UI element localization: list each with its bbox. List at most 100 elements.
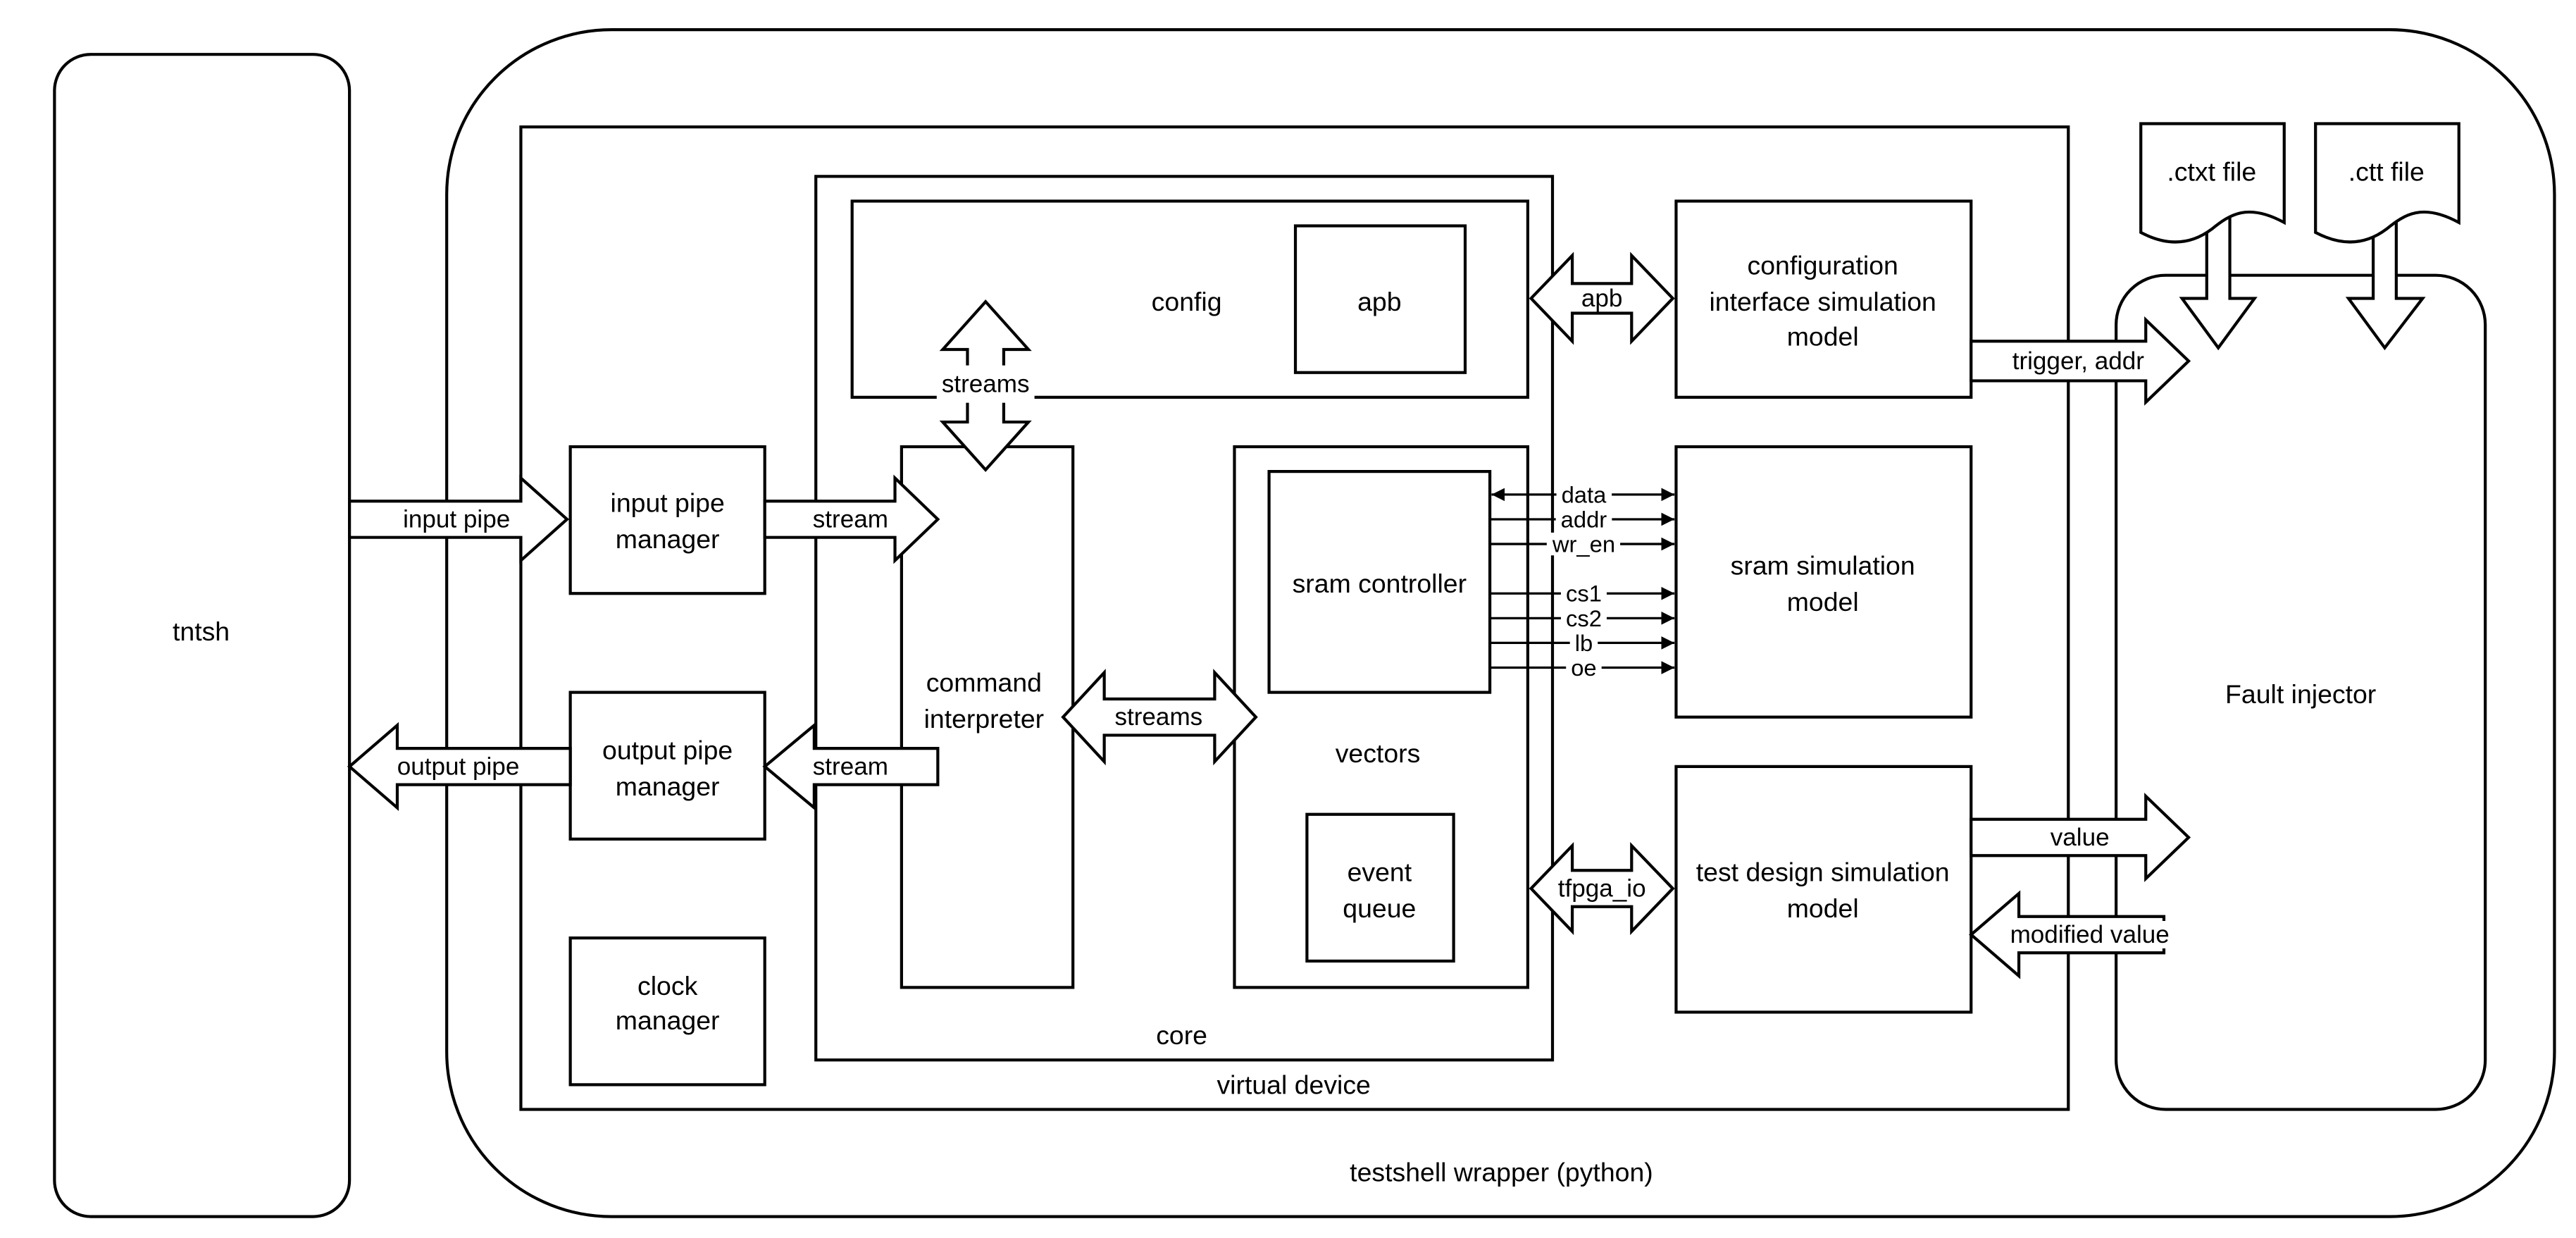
value-arrow-shape: [1970, 793, 2191, 882]
output-pipe-manager-label-line2: manager: [616, 772, 720, 801]
fault-injector-block: Fault injector: [2115, 273, 2487, 1111]
input-pipe-manager-block: input pipe manager: [568, 445, 766, 595]
apb-border: [1293, 224, 1467, 374]
streams-vectors-arrow-shape: [1061, 669, 1258, 766]
trigger-addr-arrow: trigger, addr: [1970, 316, 2191, 406]
clock-manager-label-line1: clock: [637, 971, 698, 1001]
label-background: [1546, 532, 1621, 556]
testshell-wrapper-label: testshell wrapper (python): [1350, 1157, 1653, 1187]
ctxt-file-arrow: [2179, 204, 2258, 351]
output-pipe-arrow: output pipe: [347, 722, 572, 811]
virtual-device-label: virtual device: [1217, 1070, 1370, 1099]
sram-model-border: [1674, 445, 1973, 719]
modified-value-arrow: modified value: [1969, 890, 2174, 979]
trigger-addr-arrow-shape: [1970, 316, 2191, 406]
stream-out-arrow-shape: [762, 722, 940, 811]
ctxt-file-label: .ctxt file: [2167, 156, 2256, 186]
trigger-addr-arrow-label: trigger, addr: [2012, 347, 2145, 375]
output-pipe-manager-block: output pipe manager: [568, 691, 766, 841]
output-pipe-arrow-label: output pipe: [397, 753, 520, 780]
config-label: config: [1152, 287, 1222, 316]
signal-label-lb: lb: [1575, 630, 1593, 656]
signal-label-cs1: cs1: [1566, 581, 1602, 607]
output-pipe-arrow-shape: [347, 722, 572, 811]
input-pipe-arrow: input pipe: [348, 474, 570, 564]
core-label: core: [1156, 1020, 1207, 1050]
apb-block: apb: [1293, 224, 1467, 374]
stream-in-arrow-shape: [763, 474, 940, 564]
apb-label: apb: [1357, 287, 1401, 316]
configuration-model-border: [1674, 199, 1973, 399]
test-design-model-label-line2: model: [1787, 893, 1859, 923]
vectors-label: vectors: [1336, 738, 1421, 768]
sram-signal-bus: data addr wr_en cs1 cs2 lb oe: [1490, 481, 1675, 681]
configuration-interface-simulation-model-block: configuration interface simulation model: [1674, 199, 1973, 399]
sram-controller-label: sram controller: [1293, 569, 1467, 598]
sram-controller-border: [1267, 470, 1492, 694]
ctxt-file-shape: [2139, 122, 2286, 244]
signal-label-oe: oe: [1571, 655, 1596, 681]
tntsh-block: tntsh: [53, 53, 351, 1218]
signal-label-cs2: cs2: [1566, 605, 1602, 631]
tfpga-io-arrow-label: tfpga_io: [1558, 875, 1646, 903]
ctxt-file-document: .ctxt file: [2139, 122, 2286, 244]
command-interpreter-label-line1: command: [926, 668, 1042, 698]
streams-vectors-arrow-label: streams: [1114, 703, 1202, 731]
sram-model-label-line2: model: [1787, 587, 1859, 617]
tfpga-io-arrow: tfpga_io: [1529, 841, 1675, 936]
label-background: [2005, 921, 2174, 949]
ctt-file-shape: [2314, 122, 2460, 244]
clock-manager-label-line2: manager: [616, 1005, 720, 1035]
sram-simulation-model-block: sram simulation model: [1674, 445, 1973, 719]
event-queue-label-line2: queue: [1343, 893, 1416, 923]
input-pipe-manager-border: [568, 445, 766, 595]
configuration-model-label-line2: interface simulation: [1709, 287, 1936, 316]
test-design-simulation-model-block: test design simulation model: [1674, 765, 1973, 1014]
apb-arrow-shape: [1529, 252, 1675, 345]
tntsh-label: tntsh: [173, 617, 230, 646]
streams-config-arrow-label: streams: [942, 371, 1030, 398]
sram-controller-block: sram controller: [1267, 470, 1492, 694]
signal-label-data: data: [1562, 481, 1607, 507]
input-pipe-manager-label-line2: manager: [616, 524, 720, 554]
streams-vectors-arrow: streams: [1061, 669, 1258, 766]
output-pipe-manager-label-line1: output pipe: [602, 735, 733, 765]
label-background: [936, 365, 1035, 403]
stream-out-arrow-label: stream: [813, 753, 888, 780]
ctt-file-label: .ctt file: [2348, 156, 2425, 186]
test-design-model-border: [1674, 765, 1973, 1014]
clock-manager-block: clock manager: [568, 936, 766, 1087]
stream-out-arrow: stream: [762, 722, 940, 811]
event-queue-border: [1305, 812, 1455, 963]
label-background: [1555, 507, 1612, 531]
modified-value-arrow-label: modified value: [2010, 921, 2170, 948]
label-background: [1566, 656, 1602, 679]
configuration-model-label-line3: model: [1787, 321, 1859, 351]
stream-in-arrow-label: stream: [813, 505, 888, 533]
streams-config-arrow: streams: [936, 299, 1035, 472]
tfpga-io-arrow-shape: [1529, 841, 1675, 936]
label-background: [1569, 631, 1598, 655]
input-pipe-arrow-shape: [348, 474, 570, 564]
apb-arrow-label: apb: [1581, 285, 1623, 312]
input-pipe-manager-label-line1: input pipe: [611, 488, 725, 518]
signal-label-addr: addr: [1561, 506, 1607, 532]
configuration-model-label-line1: configuration: [1748, 251, 1898, 280]
label-background: [1560, 607, 1607, 630]
fault-injector-border: [2115, 273, 2487, 1111]
ctt-file-document: .ctt file: [2314, 122, 2460, 244]
test-design-model-label-line1: test design simulation: [1696, 858, 1950, 887]
command-interpreter-label-line2: interpreter: [924, 704, 1045, 733]
value-arrow-label: value: [2051, 824, 2110, 851]
value-arrow: value: [1970, 793, 2191, 882]
sram-model-label-line1: sram simulation: [1731, 550, 1915, 580]
stream-in-arrow: stream: [763, 474, 940, 564]
event-queue-block: event queue: [1305, 812, 1455, 963]
input-pipe-arrow-label: input pipe: [403, 505, 510, 533]
output-pipe-manager-border: [568, 691, 766, 841]
clock-manager-border: [568, 936, 766, 1087]
label-background: [1556, 483, 1612, 507]
apb-arrow: apb: [1529, 252, 1675, 345]
signal-label-wr-en: wr_en: [1552, 531, 1615, 557]
